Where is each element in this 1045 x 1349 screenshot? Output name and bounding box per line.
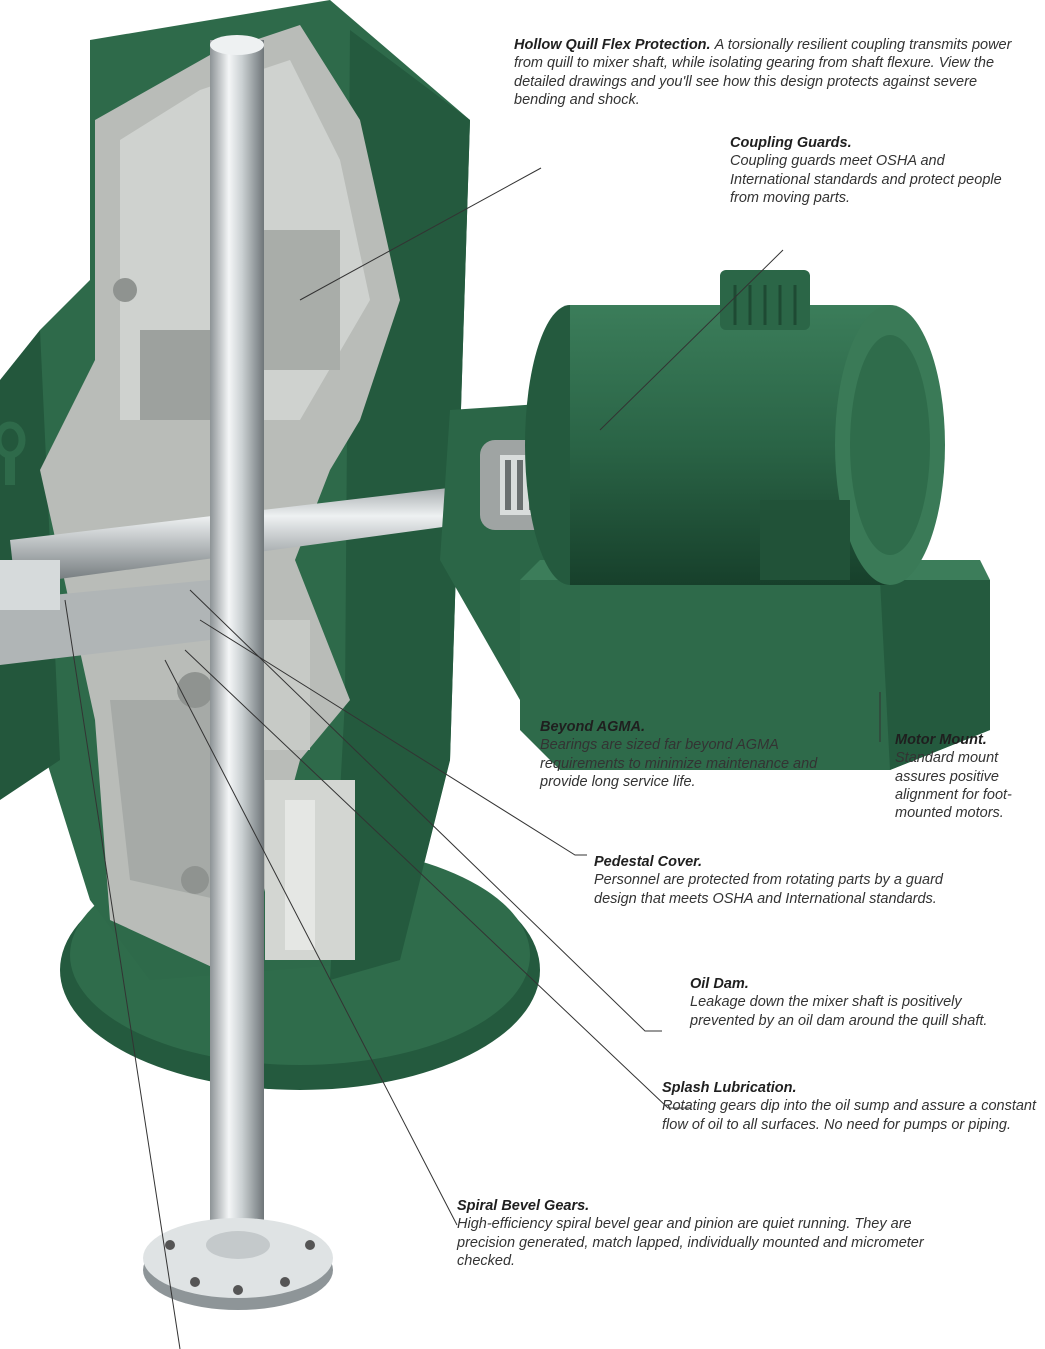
callout-title: Pedestal Cover. <box>594 854 702 870</box>
callout-body: Leakage down the mixer shaft is positive… <box>690 994 988 1029</box>
motor-mount <box>520 560 990 770</box>
shaft-flange <box>143 1218 333 1310</box>
callout-body: A torsionally resilient coupling transmi… <box>514 37 1012 108</box>
callout-title: Spiral Bevel Gears. <box>457 1198 590 1214</box>
callout-coupling-guards: Coupling Guards. Coupling guards meet OS… <box>730 134 1020 207</box>
callout-pedestal-cover: Pedestal Cover. Personnel are protected … <box>594 853 954 908</box>
motor <box>525 270 945 585</box>
eyebolt-icon <box>0 421 26 485</box>
callout-title: Motor Mount. <box>895 732 987 748</box>
callout-spiral-bevel: Spiral Bevel Gears. High-efficiency spir… <box>457 1197 927 1270</box>
callout-title: Coupling Guards. <box>730 135 852 151</box>
mixer-shaft <box>210 35 264 1270</box>
callout-hollow-quill: Hollow Quill Flex Protection. A torsiona… <box>514 36 1029 109</box>
callout-motor-mount: Motor Mount. Standard mount assures posi… <box>895 731 1045 822</box>
callout-title: Oil Dam. <box>690 976 749 992</box>
callout-body: Personnel are protected from rotating pa… <box>594 872 943 907</box>
callout-body: Bearings are sized far beyond AGMA requi… <box>540 737 818 790</box>
callout-body: High-efficiency spiral bevel gear and pi… <box>457 1216 924 1269</box>
callout-oil-dam: Oil Dam. Leakage down the mixer shaft is… <box>690 975 990 1030</box>
callout-body: Coupling guards meet OSHA and Internatio… <box>730 153 1002 206</box>
callout-title: Hollow Quill Flex Protection. <box>514 37 715 53</box>
callout-body: Standard mount assures positive alignmen… <box>895 750 1012 822</box>
callout-body: Rotating gears dip into the oil sump and… <box>662 1098 1037 1133</box>
callout-title: Beyond AGMA. <box>540 719 645 735</box>
callout-title: Splash Lubrication. <box>662 1080 797 1096</box>
callout-splash-lubrication: Splash Lubrication. Rotating gears dip i… <box>662 1079 1042 1134</box>
callout-beyond-agma: Beyond AGMA. Bearings are sized far beyo… <box>540 718 840 791</box>
callout-leader-lines <box>64 167 881 1349</box>
